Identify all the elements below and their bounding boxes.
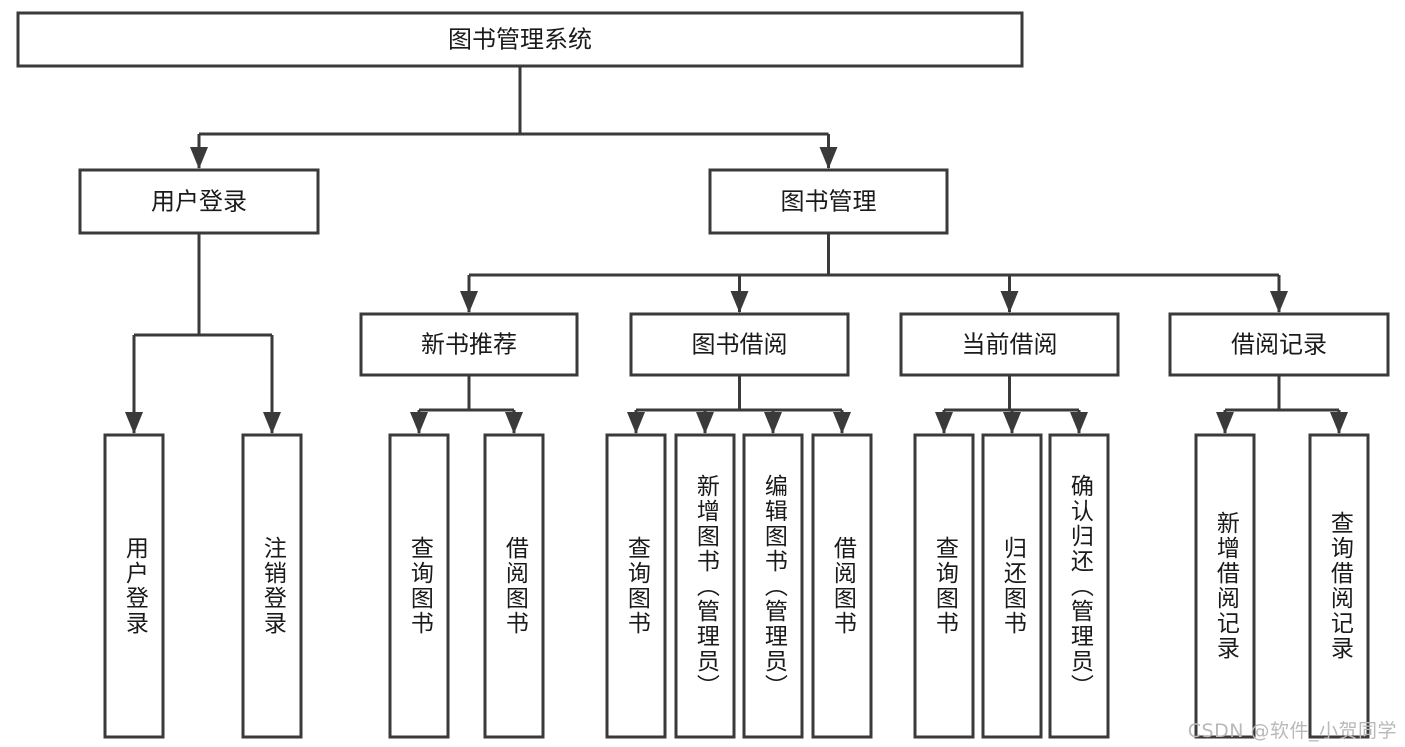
arrow-head-icon-user-logout <box>263 412 281 434</box>
node-box-new-book-rec[interactable] <box>359 312 579 377</box>
node-box-add-borrow-record[interactable] <box>1194 433 1256 739</box>
node-box-book-borrow[interactable] <box>629 312 850 377</box>
node-box-edit-book[interactable] <box>742 433 804 739</box>
node-box-borrow-record[interactable] <box>1168 312 1390 377</box>
arrow-head-icon-user-login <box>190 147 208 169</box>
arrow-head-icon-confirm-return <box>1070 412 1088 434</box>
arrow-head-icon-book-manage <box>819 147 838 169</box>
node-box-root[interactable] <box>16 11 1024 68</box>
node-label-book-borrow: 图书借阅 <box>692 331 788 359</box>
arrow-head-icon-add-book <box>696 412 714 434</box>
arrow-head-icon-new-book-rec <box>460 291 478 313</box>
node-box-user-login-do[interactable] <box>103 433 165 739</box>
arrow-head-icon-query-book-2 <box>627 412 645 434</box>
node-box-current-borrow[interactable] <box>899 312 1120 377</box>
node-box-query-book-1[interactable] <box>388 433 450 739</box>
node-box-return-book[interactable] <box>981 433 1043 739</box>
node-box-query-book-3[interactable] <box>913 433 975 739</box>
arrow-head-icon-current-borrow <box>1000 291 1019 313</box>
watermark-text: CSDN @软件_小贺同学 <box>1187 720 1397 742</box>
node-box-user-login[interactable] <box>78 168 320 235</box>
node-label-current-borrow: 当前借阅 <box>962 331 1058 359</box>
arrow-head-icon-query-book-3 <box>935 412 953 434</box>
arrow-head-icon-borrow-book-1 <box>505 412 523 434</box>
node-box-query-borrow-record[interactable] <box>1308 433 1370 739</box>
node-label-user-login: 用户登录 <box>151 188 247 216</box>
arrow-head-icon-add-borrow-record <box>1216 412 1234 434</box>
arrow-head-icon-query-book-1 <box>410 412 428 434</box>
node-box-book-manage[interactable] <box>708 168 949 235</box>
arrow-head-icon-query-borrow-record <box>1330 412 1348 434</box>
node-box-add-book[interactable] <box>674 433 736 739</box>
node-box-query-book-2[interactable] <box>605 433 667 739</box>
node-label-root: 图书管理系统 <box>448 26 592 54</box>
arrow-head-icon-borrow-record <box>1270 291 1288 313</box>
node-box-borrow-book-2[interactable] <box>811 433 873 739</box>
arrow-head-icon-return-book <box>1003 412 1021 434</box>
node-label-borrow-record: 借阅记录 <box>1231 331 1327 359</box>
arrow-head-icon-user-login-do <box>125 412 143 434</box>
node-label-book-manage: 图书管理 <box>781 188 877 216</box>
connectors-layer <box>125 66 1348 434</box>
node-box-confirm-return[interactable] <box>1048 433 1110 739</box>
node-box-user-logout[interactable] <box>241 433 303 739</box>
arrow-head-icon-borrow-book-2 <box>833 412 851 434</box>
node-box-borrow-book-1[interactable] <box>483 433 545 739</box>
boxes-layer <box>16 11 1390 739</box>
node-label-new-book-rec: 新书推荐 <box>421 331 517 359</box>
arrow-head-icon-edit-book <box>764 412 782 434</box>
arrow-head-icon-book-borrow <box>730 291 749 313</box>
